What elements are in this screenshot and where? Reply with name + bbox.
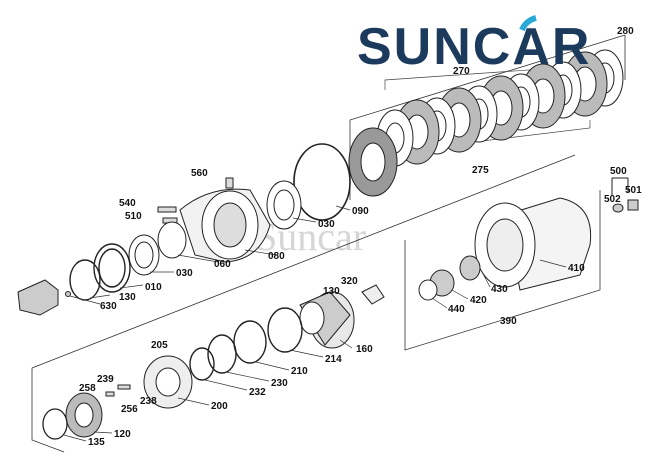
part-320 — [361, 284, 385, 305]
hub-080 — [179, 188, 271, 263]
label-410: 410 — [568, 263, 585, 274]
bearing-030-lower — [128, 234, 160, 276]
gear-630 — [17, 279, 71, 316]
parts-500-series — [611, 177, 639, 213]
label-205: 205 — [151, 340, 168, 351]
label-440: 440 — [448, 304, 465, 315]
label-280: 280 — [617, 26, 634, 37]
label-630: 630 — [100, 301, 117, 312]
rings-200-series — [189, 307, 303, 381]
leader-lines — [63, 205, 567, 442]
label-130-mid: 130 — [323, 286, 340, 297]
carrier-160 — [299, 291, 355, 349]
label-238: 238 — [140, 396, 157, 407]
label-239: 239 — [97, 374, 114, 385]
label-540: 540 — [119, 198, 136, 209]
part-labels: 280 270 275 560 540 510 090 030 060 080 … — [79, 26, 642, 448]
carrier-200 — [143, 355, 193, 409]
bolts-540-510 — [157, 206, 178, 224]
suncar-logo: SUNCAR — [357, 15, 591, 76]
o-ring-090 — [293, 143, 351, 221]
label-090: 090 — [352, 206, 369, 217]
label-030-lower: 030 — [176, 268, 193, 279]
logo-text: SUNCAR — [357, 18, 591, 76]
label-501: 501 — [625, 185, 642, 196]
clutch-disc-stack — [348, 49, 624, 197]
label-080: 080 — [268, 251, 285, 262]
label-275: 275 — [472, 165, 489, 176]
label-030-upper: 030 — [318, 219, 335, 230]
bearing-030-upper — [266, 180, 302, 230]
logo-accent-arc — [519, 15, 537, 32]
label-214: 214 — [325, 354, 342, 365]
gear-120 — [65, 392, 103, 438]
label-270: 270 — [453, 66, 470, 77]
seal-010 — [93, 243, 131, 293]
label-320: 320 — [341, 276, 358, 287]
label-390: 390 — [500, 316, 517, 327]
pins-239-258 — [105, 384, 131, 397]
label-135: 135 — [88, 437, 105, 448]
label-010: 010 — [145, 282, 162, 293]
bearings-400-series — [418, 255, 481, 301]
bolt-560 — [225, 177, 234, 189]
o-ring-135 — [42, 408, 68, 440]
label-560: 560 — [191, 168, 208, 179]
label-160: 160 — [356, 344, 373, 355]
plate-060 — [157, 221, 187, 259]
label-258: 258 — [79, 383, 96, 394]
label-130-left: 130 — [119, 292, 136, 303]
label-210: 210 — [291, 366, 308, 377]
drum-410 — [474, 197, 592, 291]
label-502: 502 — [604, 194, 621, 205]
label-256: 256 — [121, 404, 138, 415]
label-232: 232 — [249, 387, 266, 398]
label-060: 060 — [214, 259, 231, 270]
label-230: 230 — [271, 378, 288, 389]
label-420: 420 — [470, 295, 487, 306]
o-ring-130 — [69, 259, 101, 301]
label-500: 500 — [610, 166, 627, 177]
label-200: 200 — [211, 401, 228, 412]
label-120: 120 — [114, 429, 131, 440]
label-510: 510 — [125, 211, 142, 222]
label-430: 430 — [491, 284, 508, 295]
